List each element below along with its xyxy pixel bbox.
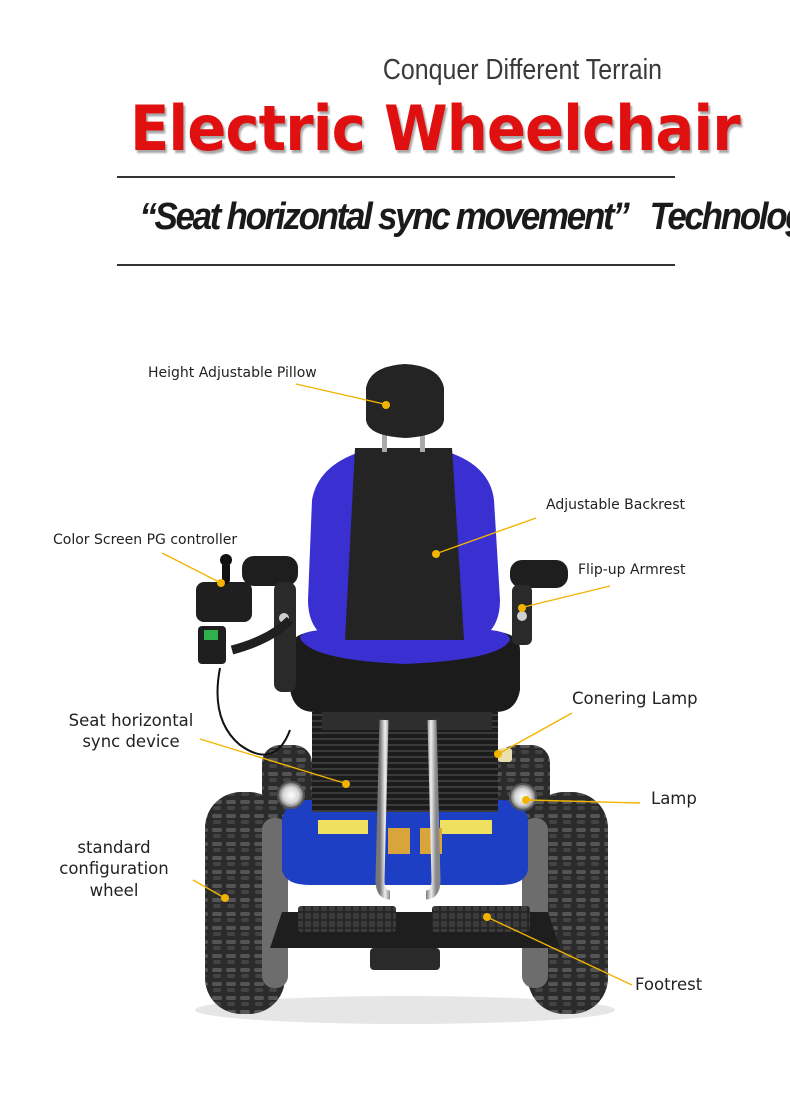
footrest-plate — [270, 906, 560, 970]
subtitle: Conquer Different Terrain — [382, 54, 662, 86]
tagline-tail: Technology — [649, 196, 790, 238]
tagline: “Seat horizontal sync movement” Technolog… — [139, 196, 790, 239]
page-title: Electric Wheelchair — [129, 92, 741, 165]
callout-armrest: Flip-up Armrest — [578, 562, 686, 578]
backrest — [308, 430, 500, 645]
leader-dots — [217, 401, 530, 921]
armrest-left — [242, 556, 298, 692]
armrest-right — [510, 560, 568, 645]
chrome-rods — [375, 719, 441, 900]
ground-shadow — [195, 996, 615, 1024]
callout-lamp: Lamp — [651, 789, 697, 808]
front-wheel-left — [205, 792, 288, 1014]
divider-top — [117, 176, 675, 178]
callout-backrest: Adjustable Backrest — [546, 497, 686, 513]
leader-lines — [161, 383, 641, 986]
callout-wheel: standard configuration wheel — [59, 838, 169, 900]
callout-controller: Color Screen PG controller — [53, 532, 238, 548]
lamp-right — [509, 783, 537, 811]
base-sticker-right — [440, 820, 492, 834]
lamp-left — [277, 781, 305, 809]
divider-bottom — [117, 264, 675, 266]
pg-controller — [196, 554, 294, 756]
callout-footrest: Footrest — [635, 975, 703, 994]
sync-device-top — [322, 712, 492, 730]
tagline-quote: “Seat horizontal sync movement” — [139, 196, 630, 238]
headrest — [366, 364, 444, 438]
callout-cornering-lamp: Conering Lamp — [572, 689, 698, 708]
callout-pillow: Height Adjustable Pillow — [148, 365, 317, 381]
base-sticker-left — [318, 820, 368, 834]
callout-sync-device: Seat horizontal sync device — [68, 711, 194, 752]
front-wheel-right — [522, 792, 608, 1014]
